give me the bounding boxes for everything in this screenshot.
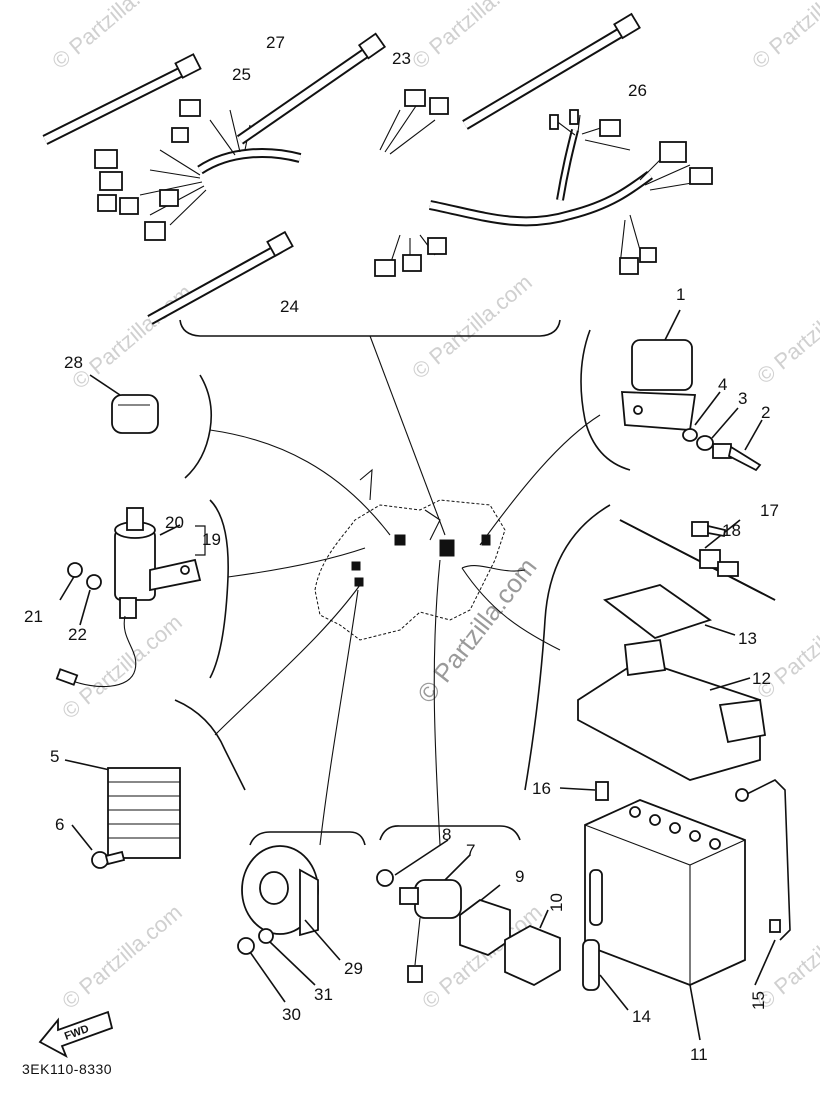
callout-16[interactable]: 16 <box>532 779 551 798</box>
part-21-screw[interactable] <box>59 562 83 601</box>
callout-13[interactable]: 13 <box>738 629 757 648</box>
callout-labels: 1 2 3 4 5 6 7 8 9 10 11 12 13 14 15 16 1… <box>24 33 779 1064</box>
callout-28[interactable]: 28 <box>64 353 83 372</box>
callout-11[interactable]: 11 <box>690 1045 708 1064</box>
wire-harness[interactable] <box>94 89 713 277</box>
part-31-washer[interactable] <box>258 928 316 986</box>
callout-17[interactable]: 17 <box>760 501 779 520</box>
callout-22[interactable]: 22 <box>68 625 87 644</box>
watermark: © Partzilla.com <box>752 274 820 388</box>
drawing-code: 3EK110-8330 <box>22 1061 112 1077</box>
watermark: © Partzilla.com <box>407 0 537 74</box>
callout-20[interactable]: 20 <box>165 513 184 532</box>
part-6-bolt[interactable] <box>71 824 126 869</box>
callout-6[interactable]: 6 <box>55 815 64 834</box>
watermark: © Partzilla.com <box>57 899 187 1013</box>
part-17-battery-band[interactable] <box>619 519 776 601</box>
callout-14[interactable]: 14 <box>632 1007 651 1026</box>
part-1-cdi-unit[interactable] <box>621 309 697 431</box>
part-12-battery-cover[interactable] <box>577 638 767 781</box>
part-3-washer[interactable] <box>696 407 739 451</box>
fwd-direction-arrow: FWD <box>38 1010 114 1058</box>
callout-26[interactable]: 26 <box>628 81 647 100</box>
part-22-washer[interactable] <box>79 574 102 626</box>
callout-5[interactable]: 5 <box>50 747 59 766</box>
part-7-starter-relay[interactable] <box>399 854 471 983</box>
callout-27[interactable]: 27 <box>266 33 285 52</box>
frame-location-silhouette <box>314 468 506 641</box>
watermark: © Partzilla.com <box>407 269 537 383</box>
callout-1[interactable]: 1 <box>676 285 685 304</box>
cable-tie-25[interactable] <box>42 53 202 145</box>
callout-21[interactable]: 21 <box>24 607 43 626</box>
part-20-key[interactable] <box>159 524 181 536</box>
part-2-bolt[interactable] <box>712 419 763 472</box>
callout-9[interactable]: 9 <box>515 867 524 886</box>
callout-23[interactable]: 23 <box>392 49 411 68</box>
cable-tie-27[interactable] <box>236 32 387 145</box>
part-13-pad[interactable] <box>603 584 736 640</box>
watermark: © Partzilla.com <box>47 0 177 74</box>
callout-24[interactable]: 24 <box>280 297 299 316</box>
part-15-battery-lead[interactable] <box>735 779 791 986</box>
callout-7[interactable]: 7 <box>466 841 475 860</box>
callout-15[interactable]: 15 <box>749 991 768 1010</box>
watermark: © Partzilla.com <box>67 279 197 393</box>
callout-8[interactable]: 8 <box>442 825 451 844</box>
part-30-bolt[interactable] <box>237 937 286 1003</box>
part-11-battery[interactable] <box>584 799 746 1041</box>
callout-19[interactable]: 19 <box>202 530 221 549</box>
leader-lines <box>209 335 601 846</box>
callout-30[interactable]: 30 <box>282 1005 301 1024</box>
group-brackets <box>174 329 631 846</box>
part-14-breather-pipe[interactable] <box>582 869 629 1011</box>
callout-25[interactable]: 25 <box>232 65 251 84</box>
callout-12[interactable]: 12 <box>752 669 771 688</box>
harness-group-bracket <box>179 319 561 337</box>
part-29-horn[interactable] <box>241 845 341 961</box>
callout-10[interactable]: 10 <box>547 893 566 912</box>
part-19-main-switch[interactable] <box>55 507 202 688</box>
part-28-cap[interactable] <box>89 374 159 434</box>
part-9-relay[interactable] <box>459 884 511 957</box>
callout-3[interactable]: 3 <box>738 389 747 408</box>
part-8-nut[interactable] <box>376 839 449 887</box>
part-5-rectifier[interactable] <box>64 759 181 859</box>
part-4-washer[interactable] <box>682 391 721 442</box>
callout-4[interactable]: 4 <box>718 375 727 394</box>
part-16-clamp[interactable] <box>559 781 609 801</box>
callout-2[interactable]: 2 <box>761 403 770 422</box>
callout-29[interactable]: 29 <box>344 959 363 978</box>
part-18-bolt[interactable] <box>691 521 727 538</box>
callout-18[interactable]: 18 <box>722 521 741 540</box>
callout-31[interactable]: 31 <box>314 985 333 1004</box>
part-10-relay[interactable] <box>504 909 561 987</box>
watermark: © Partzilla.com <box>747 0 820 74</box>
cable-tie-24[interactable] <box>147 230 294 325</box>
cable-tie-26[interactable] <box>462 12 641 130</box>
